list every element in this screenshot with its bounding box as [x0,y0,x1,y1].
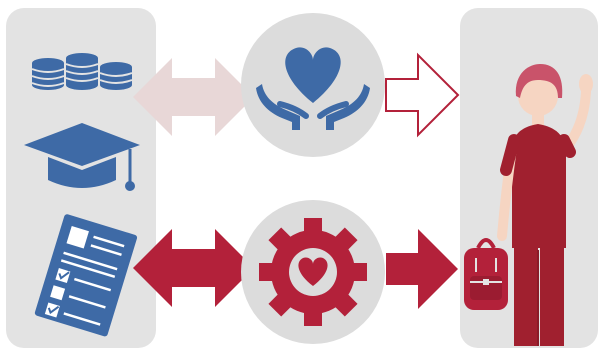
solid-arrow-right-bottom [386,229,458,309]
backpack-icon [464,238,508,310]
gear-heart-icon [259,218,367,326]
checklist-document-icon [34,214,138,337]
heart-in-hands-icon [256,47,370,130]
graduation-cap-icon [24,123,140,191]
double-arrow-pale-top [133,58,254,136]
person-waving-icon [497,64,593,346]
outline-arrow-right-top [385,52,460,138]
double-arrow-red-bottom [133,229,254,307]
coins-icon [31,53,133,90]
